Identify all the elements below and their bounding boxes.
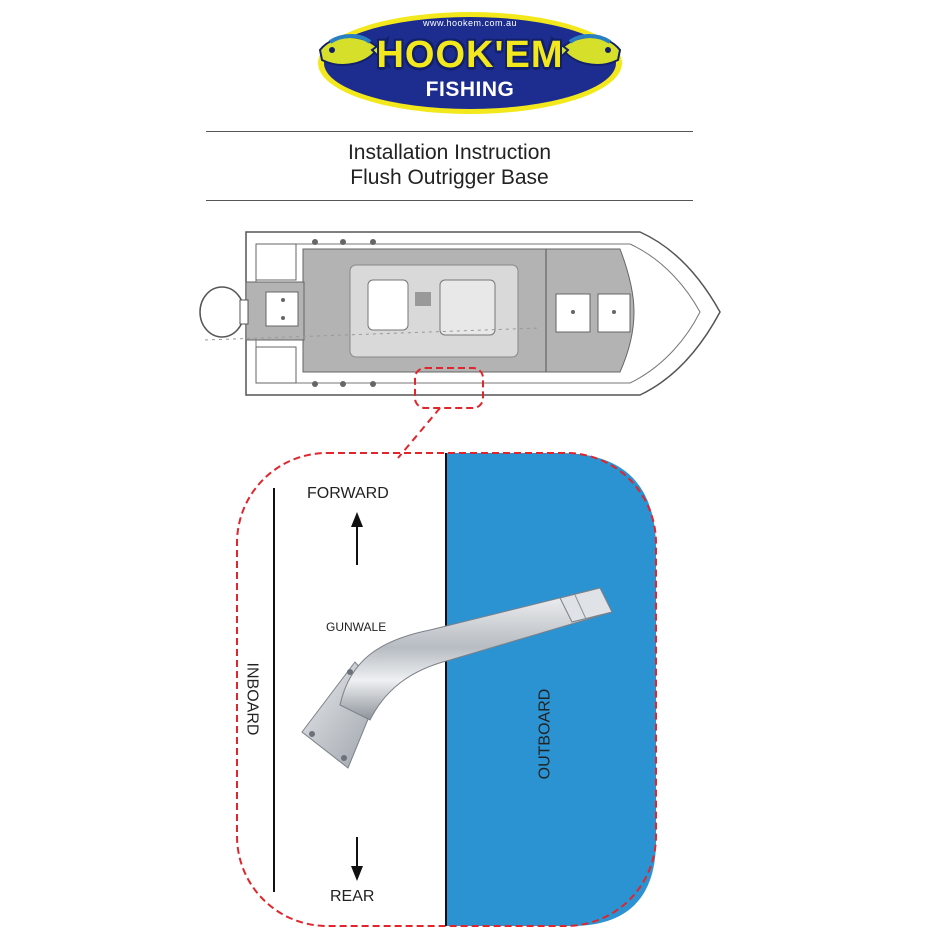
forward-label: FORWARD — [307, 485, 389, 502]
forward-arrow — [351, 512, 363, 565]
hookem-logo: www.hookem.com.au HOOK'EM FISHING — [312, 8, 628, 118]
outboard-motor — [199, 286, 245, 338]
callout-connector — [397, 407, 441, 459]
logo-brand: HOOK'EM — [376, 34, 564, 76]
logo-subtitle: FISHING — [425, 78, 515, 101]
logo-url: www.hookem.com.au — [422, 18, 518, 28]
hatch — [255, 243, 297, 281]
hatch — [255, 346, 297, 384]
outboard-area — [446, 453, 656, 926]
highlight-region-box — [414, 367, 484, 409]
title-line-2: Flush Outrigger Base — [350, 166, 549, 189]
title-line-1: Installation Instruction — [347, 141, 552, 164]
rear-arrow — [351, 837, 363, 881]
hatch — [265, 291, 299, 327]
mahi-mahi-fish-icon-left — [318, 34, 391, 69]
title-rule-bottom — [206, 200, 693, 201]
gunwale-label: GUNWALE — [326, 620, 387, 634]
title-rule-top — [206, 131, 693, 132]
mahi-mahi-fish-icon-right — [549, 34, 622, 69]
inboard-label: INBOARD — [243, 662, 261, 736]
rear-label: REAR — [330, 888, 375, 905]
flush-outrigger-base — [301, 587, 613, 769]
outboard-label: OUTBOARD — [536, 688, 554, 780]
